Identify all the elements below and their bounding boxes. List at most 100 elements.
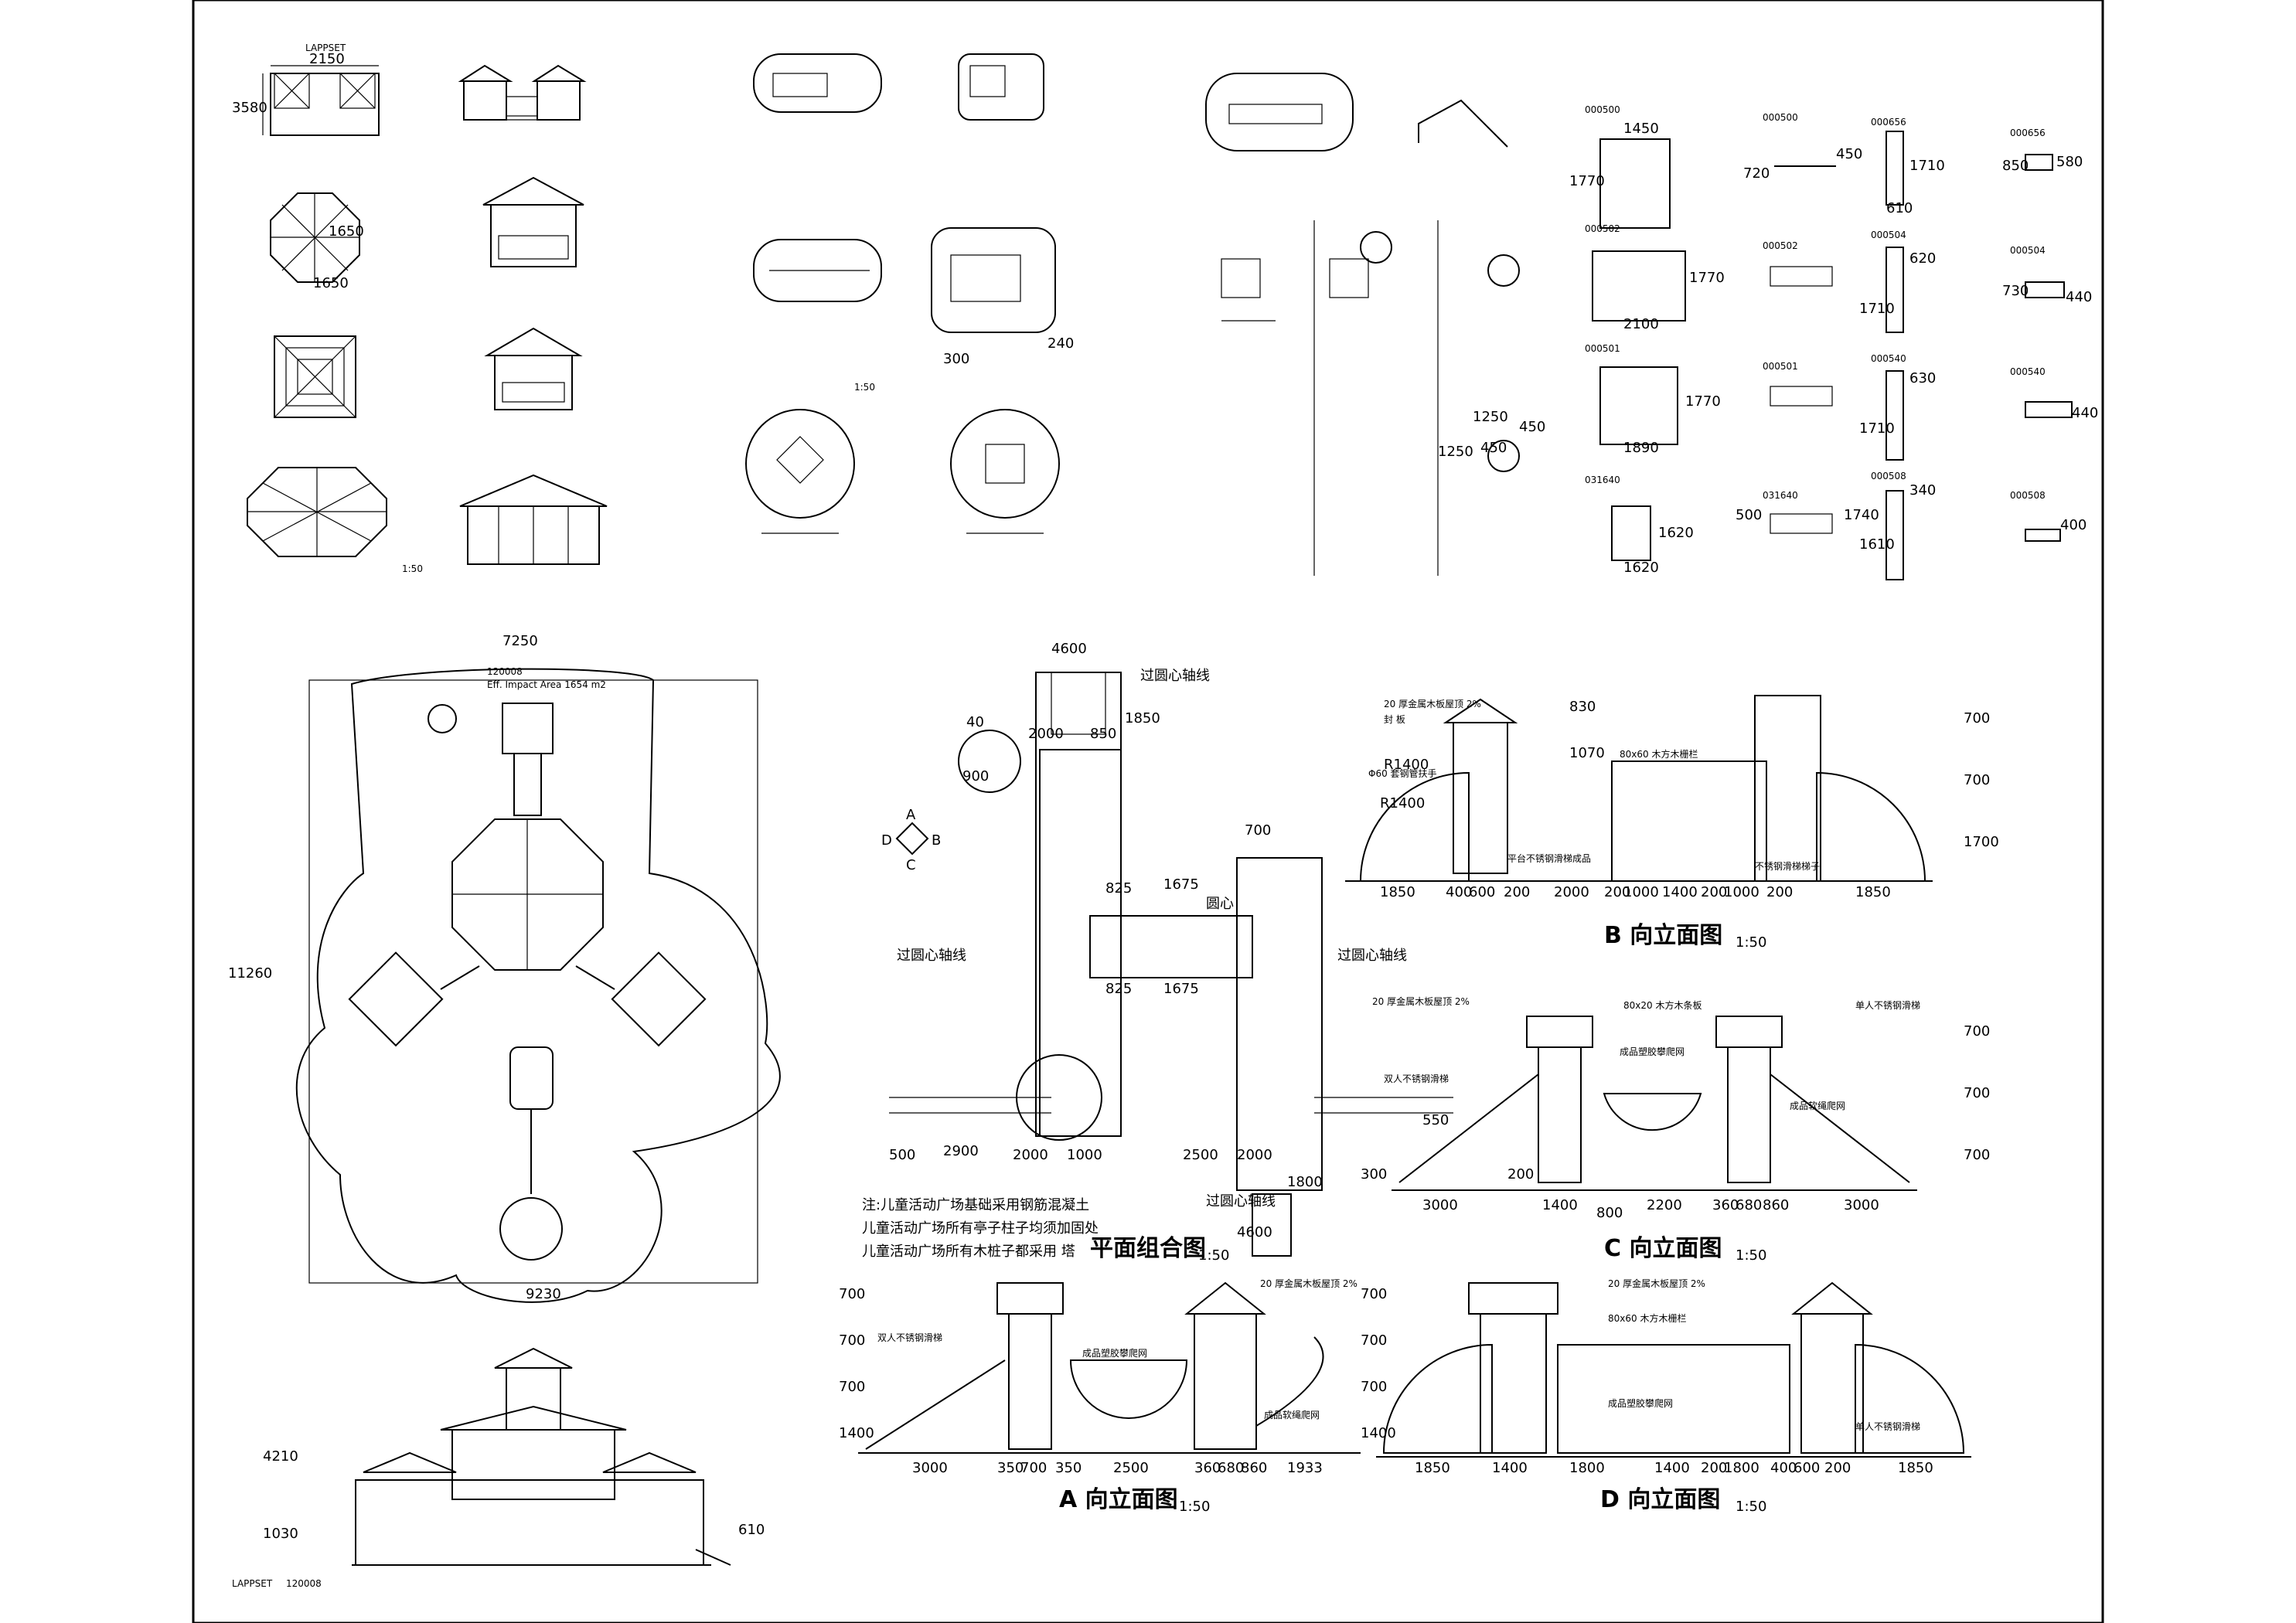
combo-elevation: 4210 1030 610 LAPPSET 120008: [232, 1347, 765, 1589]
small-eq-d3: 450: [1480, 440, 1507, 456]
table-2-code: 000501: [1763, 361, 1798, 372]
post-3-w: 340: [1909, 482, 1936, 498]
combo-elev-h1: 4210: [263, 1448, 298, 1465]
elev-b-note-2: Φ60 套钢管扶手: [1368, 767, 1437, 779]
post-0-w: 610: [1886, 200, 1913, 216]
elev-d-note-3: 单人不锈钢滑梯: [1855, 1421, 1920, 1432]
elev-c-dim-5: 680: [1736, 1197, 1762, 1213]
elev-d-dim-6: 400: [1770, 1460, 1797, 1476]
table-0-b: 450: [1836, 146, 1862, 162]
table-3-b: 1740: [1844, 507, 1879, 523]
plan-note-0: 注:儿童活动广场基础采用钢筋混凝土: [862, 1197, 1089, 1213]
elev-b-right-2: 1700: [1964, 834, 1999, 850]
plan-title: 平面组合图: [1090, 1235, 1206, 1262]
axis-label-top: 过圆心轴线: [1140, 668, 1210, 684]
elev-a-dim-8: 1933: [1287, 1460, 1323, 1476]
panel-1-w: 2100: [1623, 316, 1659, 332]
plan-dim-bot-6: 4600: [1237, 1224, 1272, 1240]
elev-c-dim-0: 3000: [1422, 1197, 1458, 1213]
post-2-h: 1710: [1859, 420, 1895, 437]
combo-plan-width2: 9230: [526, 1286, 561, 1302]
elev-d-left-0: 700: [1361, 1286, 1387, 1302]
compass-d: D: [881, 832, 892, 849]
axis-label-left: 过圆心轴线: [897, 948, 966, 964]
elev-a-title: A 向立面图: [1059, 1486, 1178, 1513]
post-1-w: 620: [1909, 250, 1936, 267]
elev-b-dim-8: 200: [1701, 884, 1727, 900]
panel-1-h: 1770: [1689, 270, 1725, 286]
plan-dim-bot-3: 2500: [1183, 1147, 1218, 1163]
elev-b-dim-4: 2000: [1554, 884, 1589, 900]
tables-column: 000500 720 450 000502 000501 031640 500 …: [1736, 112, 1879, 534]
plan-dim-top-3: 1850: [1125, 710, 1160, 726]
plan-dim-bot-5: 1800: [1287, 1174, 1323, 1190]
elev-b-dim-7: 1400: [1662, 884, 1698, 900]
seesaw-set: 300 240 1:50: [745, 53, 1074, 534]
bench-3-b: 400: [2060, 517, 2086, 533]
elev-b-left-0: 1070: [1569, 745, 1605, 761]
elev-c-dim-2: 800: [1596, 1205, 1623, 1221]
elev-c-note-3: 成品塑胶攀爬网: [1620, 1046, 1685, 1057]
elev-c-right-1: 700: [1964, 1085, 1990, 1101]
small-eq-d2: 1250: [1438, 444, 1473, 460]
posts-column: 000656 1710 610 000504 620 1710 000540 6…: [1859, 117, 1945, 580]
small-eq-d1: 1250: [1473, 409, 1508, 425]
elev-a-note-1: 双人不锈钢滑梯: [877, 1332, 942, 1343]
post-3-h: 1610: [1859, 536, 1895, 553]
table-3-a: 500: [1736, 507, 1762, 523]
elev-c-dim-4: 360: [1712, 1197, 1739, 1213]
elev-d-dim-5: 1800: [1724, 1460, 1759, 1476]
panel-1-code: 000502: [1585, 223, 1620, 234]
elev-b-note-4: 不锈钢滑梯梯子: [1755, 861, 1820, 872]
elev-b-note-0: 20 厚金属木板屋顶 2%: [1384, 698, 1481, 709]
pavilion-a-brand: LAPPSET: [305, 43, 346, 53]
bench-0-code: 000656: [2010, 128, 2046, 138]
plan-radius: 900: [962, 768, 989, 784]
plan-dim-bot-7: 700: [1245, 822, 1271, 839]
elev-b-dim-1: 400: [1446, 884, 1472, 900]
plan-dim-bot-0: 2900: [943, 1143, 979, 1159]
elev-a-dim-5: 360: [1194, 1460, 1221, 1476]
center-label: 圆心: [1206, 896, 1234, 912]
elev-a-dim-6: 680: [1218, 1460, 1244, 1476]
elev-b-dim-6: 1000: [1623, 884, 1659, 900]
small-eq-d4: 450: [1519, 419, 1545, 435]
pavilion-b-width: 1650: [313, 275, 349, 291]
table-1-code: 000502: [1763, 240, 1798, 251]
panel-2-code: 000501: [1585, 343, 1620, 354]
elev-b-dim-5: 200: [1604, 884, 1630, 900]
elev-d-dim-1: 1400: [1492, 1460, 1528, 1476]
bench-0-a: 850: [2002, 158, 2029, 174]
elev-c-right-0: 700: [1964, 1023, 1990, 1039]
combo-plan-width: 7250: [502, 633, 538, 649]
elev-c-scale: 1:50: [1736, 1247, 1766, 1264]
axis-label-bottom: 过圆心轴线: [1206, 1193, 1276, 1210]
elev-d-dim-4: 200: [1701, 1460, 1727, 1476]
elev-d-note-0: 20 厚金属木板屋顶 2%: [1608, 1278, 1705, 1289]
elev-c-dim-3: 2200: [1647, 1197, 1682, 1213]
elev-a-left-0: 700: [839, 1286, 865, 1302]
elev-b-left-1: 830: [1569, 699, 1596, 715]
elev-d-dim-2: 1800: [1569, 1460, 1605, 1476]
elev-b-dim-10: 200: [1766, 884, 1793, 900]
elev-b-title: B 向立面图: [1604, 922, 1722, 949]
elev-b-note-3: 80x60 木方木栅栏: [1620, 748, 1698, 760]
benches-column: 000656 850 580 000504 730 440 000540 440…: [2002, 128, 2098, 542]
bench-1-a: 730: [2002, 283, 2029, 299]
pavilion-c: [274, 327, 583, 418]
table-0-code: 000500: [1763, 112, 1798, 123]
plan-dim-top-2: 850: [1090, 726, 1116, 742]
elev-c-left-2: 200: [1507, 1166, 1534, 1182]
pavilion-a: LAPPSET 2150 3580: [232, 43, 587, 136]
compass-a: A: [906, 807, 916, 823]
elev-b-right-0: 700: [1964, 710, 1990, 726]
combo-plan: 7250 11260 9230 120008 Eff. Impact Area …: [228, 633, 781, 1303]
plan-note-2: 儿童活动广场所有木桩子都采用 塔: [862, 1244, 1075, 1260]
elev-d-dim-7: 600: [1794, 1460, 1820, 1476]
combo-elev-code: 120008: [286, 1578, 322, 1589]
elev-a-dim-1: 350: [997, 1460, 1024, 1476]
elev-c-note-1: 80x20 木方木条板: [1623, 999, 1702, 1011]
elev-c-left-0: 550: [1422, 1112, 1449, 1128]
post-0-h: 1710: [1909, 158, 1945, 174]
plan-note-1: 儿童活动广场所有亭子柱子均须加固处: [862, 1220, 1099, 1237]
